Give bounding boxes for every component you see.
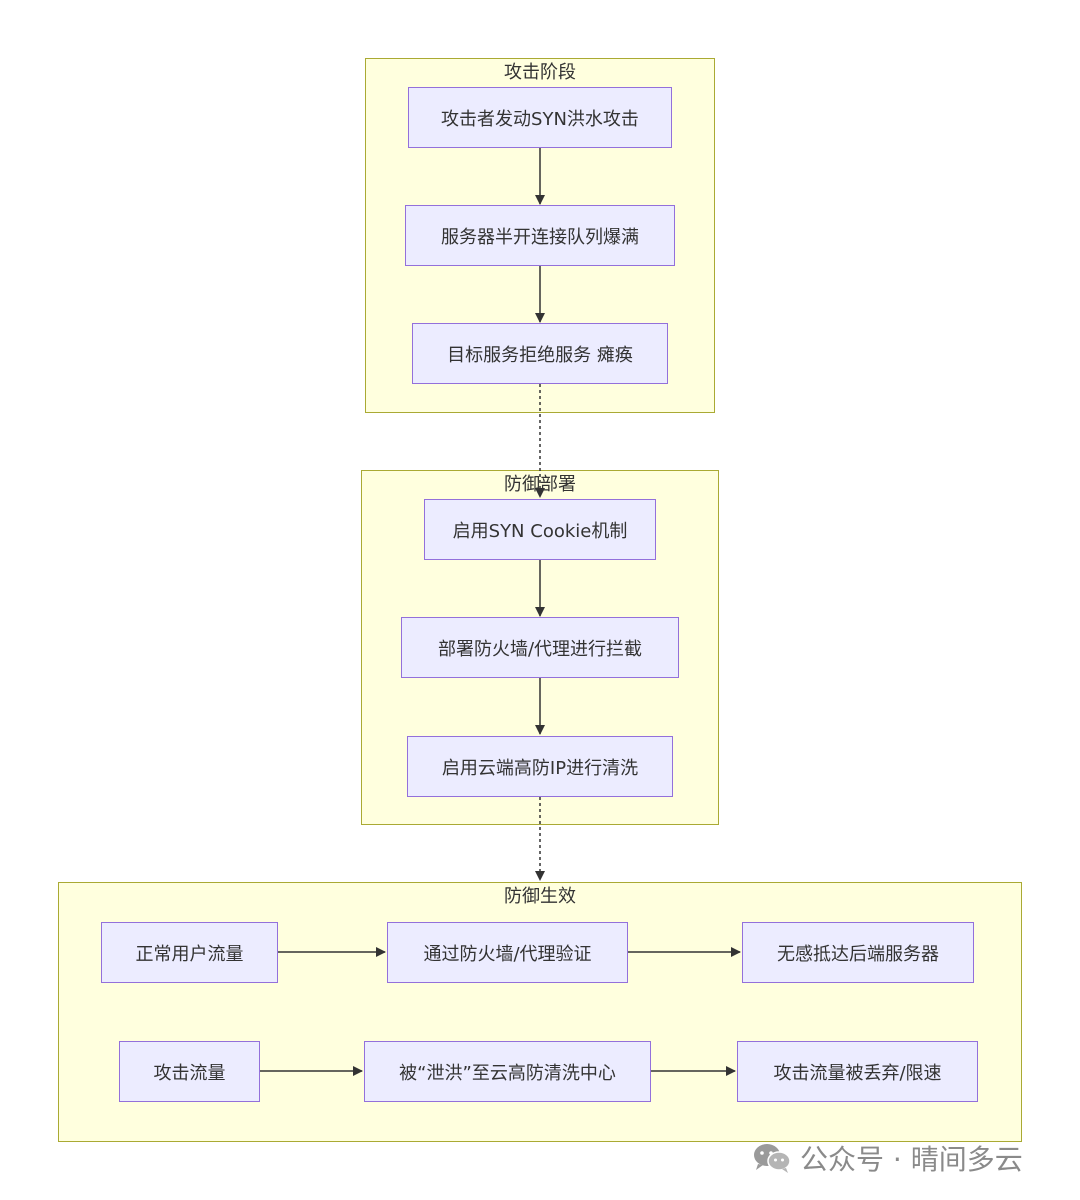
watermark: 公众号 · 晴间多云 xyxy=(752,1136,1023,1180)
wechat-icon xyxy=(752,1142,792,1174)
node-syn-cookie: 启用SYN Cookie机制 xyxy=(424,499,656,560)
node-syn-flood-attack: 攻击者发动SYN洪水攻击 xyxy=(408,87,672,148)
node-firewall-proxy: 部署防火墙/代理进行拦截 xyxy=(401,617,679,678)
node-pass-firewall: 通过防火墙/代理验证 xyxy=(387,922,628,983)
watermark-text: 公众号 · 晴间多云 xyxy=(800,1143,1023,1176)
node-attack-dropped: 攻击流量被丢弃/限速 xyxy=(737,1041,978,1102)
node-cloud-ip-scrub: 启用云端高防IP进行清洗 xyxy=(407,736,673,797)
node-diverted-to-scrubbing: 被“泄洪”至云高防清洗中心 xyxy=(364,1041,651,1102)
cluster-attack-stage-title: 攻击阶段 xyxy=(504,62,576,83)
cluster-defense-deploy-title: 防御部署 xyxy=(504,474,576,495)
cluster-defense-effect-title: 防御生效 xyxy=(504,886,576,907)
node-normal-traffic: 正常用户流量 xyxy=(101,922,278,983)
node-reach-backend: 无感抵达后端服务器 xyxy=(742,922,974,983)
node-service-denied: 目标服务拒绝服务 瘫痪 xyxy=(412,323,668,384)
node-half-open-queue-full: 服务器半开连接队列爆满 xyxy=(405,205,675,266)
cluster-defense-effect: 防御生效 xyxy=(58,882,1022,1142)
node-attack-traffic: 攻击流量 xyxy=(119,1041,260,1102)
